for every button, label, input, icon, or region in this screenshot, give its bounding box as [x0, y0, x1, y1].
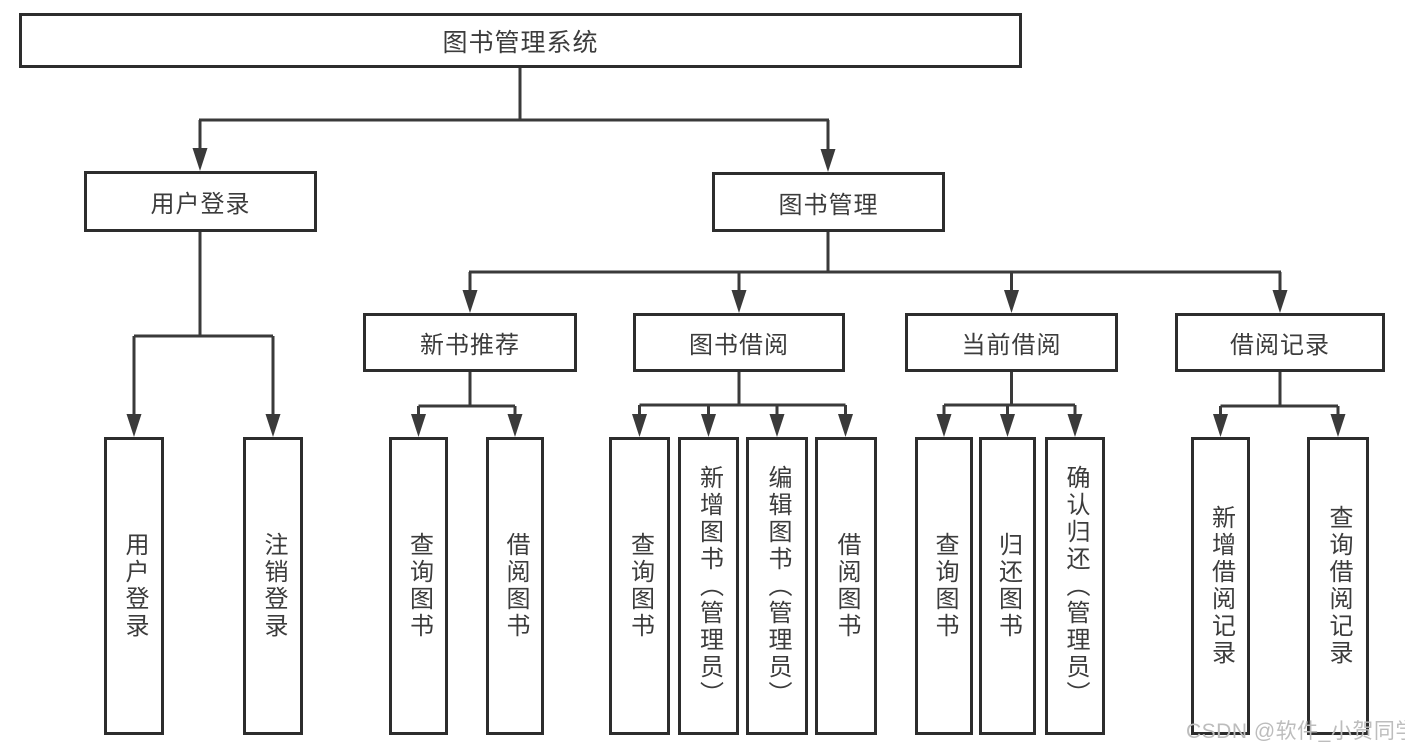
csdn-watermark: CSDN @软件_小贺同学	[1186, 720, 1405, 743]
leaf-edit-book-admin-label: 编辑图书（管理员）	[764, 464, 791, 708]
leaf-borrow-books-borrow: 借阅图书	[815, 437, 877, 735]
leaf-edit-book-admin: 编辑图书（管理员）	[746, 437, 808, 735]
leaf-borrow-books-recommend: 借阅图书	[486, 437, 544, 735]
node-root-label: 图书管理系统	[442, 28, 599, 57]
leaf-user-login-label: 用户登录	[121, 532, 148, 640]
leaf-query-books-borrow: 查询图书	[609, 437, 670, 735]
leaf-query-books-borrow-label: 查询图书	[626, 532, 654, 640]
leaf-borrow-books-borrow-label: 借阅图书	[833, 532, 860, 640]
leaf-confirm-return-admin-label: 确认归还（管理员）	[1062, 464, 1089, 708]
node-book-borrow-label: 图书借阅	[689, 332, 789, 359]
leaf-query-books-current-label: 查询图书	[931, 532, 958, 640]
node-book-management-label: 图书管理	[778, 191, 879, 219]
leaf-query-books-recommend-label: 查询图书	[405, 532, 433, 640]
node-book-borrow: 图书借阅	[633, 313, 845, 372]
node-current-borrow-label: 当前借阅	[961, 332, 1062, 359]
leaf-query-borrow-record: 查询借阅记录	[1307, 437, 1369, 735]
leaf-add-borrow-record-label: 新增借阅记录	[1207, 505, 1235, 667]
leaf-query-books-recommend: 查询图书	[389, 437, 448, 735]
leaf-add-borrow-record: 新增借阅记录	[1191, 437, 1250, 735]
leaf-user-login: 用户登录	[104, 437, 164, 735]
node-current-borrow: 当前借阅	[905, 313, 1118, 372]
node-borrow-records: 借阅记录	[1175, 313, 1385, 372]
node-user-login-label: 用户登录	[150, 191, 251, 218]
leaf-return-book-label: 归还图书	[994, 532, 1022, 640]
node-new-book-recommend-label: 新书推荐	[420, 332, 520, 359]
leaf-borrow-books-recommend-label: 借阅图书	[502, 532, 529, 640]
leaf-query-borrow-record-label: 查询借阅记录	[1325, 505, 1352, 667]
leaf-add-book-admin: 新增图书（管理员）	[678, 437, 739, 735]
node-book-management: 图书管理	[712, 172, 945, 232]
leaf-confirm-return-admin: 确认归还（管理员）	[1045, 437, 1105, 735]
node-new-book-recommend: 新书推荐	[363, 313, 577, 372]
leaf-logout: 注销登录	[243, 437, 303, 735]
node-user-login: 用户登录	[84, 171, 317, 232]
leaf-logout-label: 注销登录	[260, 532, 287, 640]
leaf-return-book: 归还图书	[979, 437, 1036, 735]
node-borrow-records-label: 借阅记录	[1230, 332, 1330, 359]
leaf-add-book-admin-label: 新增图书（管理员）	[695, 464, 723, 708]
node-root: 图书管理系统	[19, 13, 1022, 68]
leaf-query-books-current: 查询图书	[915, 437, 973, 735]
